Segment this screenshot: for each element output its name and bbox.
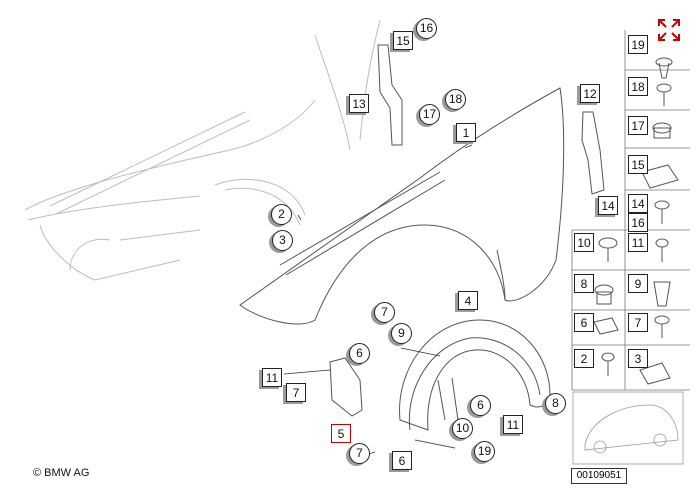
callout-11-left[interactable]: 11 (262, 368, 282, 387)
expand-icon[interactable] (656, 17, 682, 43)
copyright-text: © BMW AG (33, 467, 90, 479)
parts-list-6[interactable]: 6 (574, 313, 594, 332)
callout-16[interactable]: 16 (416, 18, 437, 39)
callout-1[interactable]: 1 (456, 123, 476, 142)
parts-list-14[interactable]: 14 (628, 194, 648, 213)
callout-7-bottom[interactable]: 7 (349, 443, 370, 464)
parts-list-9[interactable]: 9 (628, 274, 648, 293)
fender-drawing (239, 87, 565, 325)
callout-7-left[interactable]: 7 (286, 383, 306, 402)
parts-list-19[interactable]: 19 (628, 35, 648, 54)
callout-7-upper[interactable]: 7 (374, 302, 395, 323)
callout-13[interactable]: 13 (349, 94, 369, 113)
fastener-icons (593, 57, 679, 385)
callout-6-right[interactable]: 6 (470, 395, 491, 416)
car-outline (24, 19, 381, 281)
parts-list-15[interactable]: 15 (628, 155, 648, 174)
callout-10[interactable]: 10 (452, 418, 473, 439)
parts-list-7[interactable]: 7 (628, 313, 648, 332)
callout-3[interactable]: 3 (272, 230, 293, 251)
parts-list-3[interactable]: 3 (628, 349, 648, 368)
brackets-drawing (377, 44, 605, 195)
parts-list-10[interactable]: 10 (574, 233, 594, 252)
parts-list-17[interactable]: 17 (628, 116, 648, 135)
parts-grid (571, 30, 690, 391)
parts-list-11[interactable]: 11 (628, 233, 648, 252)
parts-list-2[interactable]: 2 (574, 349, 594, 368)
callout-15[interactable]: 15 (393, 31, 413, 50)
callout-9[interactable]: 9 (391, 323, 412, 344)
vehicle-thumbnail (572, 391, 684, 465)
callout-14[interactable]: 14 (598, 196, 618, 215)
liner-drawing (399, 319, 551, 449)
callout-8[interactable]: 8 (545, 393, 566, 414)
parts-list-8[interactable]: 8 (574, 274, 594, 293)
callout-11-right[interactable]: 11 (503, 415, 523, 434)
callout-19-bottom[interactable]: 19 (474, 441, 495, 462)
callout-6-left[interactable]: 6 (349, 343, 370, 364)
callout-6-bottom[interactable]: 6 (392, 451, 412, 470)
callout-17[interactable]: 17 (419, 104, 440, 125)
splash-shield-drawing (329, 357, 363, 417)
callout-5[interactable]: 5 (331, 424, 351, 443)
callout-18[interactable]: 18 (445, 89, 466, 110)
callout-12[interactable]: 12 (580, 84, 600, 103)
callout-2[interactable]: 2 (271, 204, 292, 225)
parts-list-16[interactable]: 16 (628, 213, 648, 232)
callout-4[interactable]: 4 (458, 291, 478, 310)
parts-list-18[interactable]: 18 (628, 77, 648, 96)
diagram-number: 00109051 (571, 468, 627, 484)
